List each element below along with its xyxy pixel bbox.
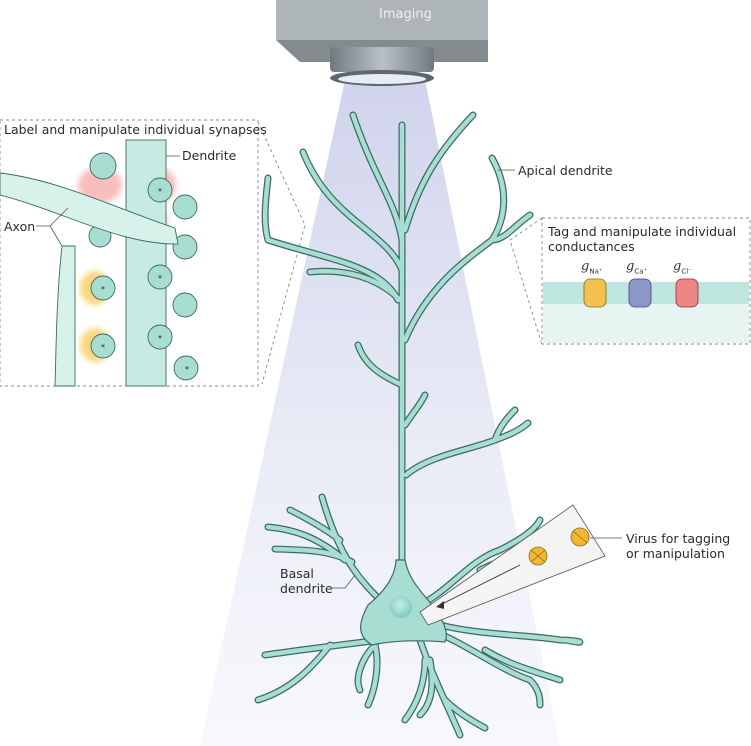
svg-text:*: * (158, 334, 162, 343)
channel-ca (628, 278, 652, 308)
channel-na-label: gNa⁺ (581, 259, 603, 276)
svg-text:*: * (101, 285, 105, 294)
camera-label: Imaging (379, 7, 432, 22)
conductance-inset (541, 217, 751, 345)
nucleus (390, 596, 412, 618)
channel-cl-label: gCl⁻ (673, 259, 692, 276)
conductance-inset-title-line1: Tag and manipulate individual (548, 224, 737, 239)
apical-dendrite-label: Apical dendrite (518, 163, 613, 178)
ion-name: Cl⁻ (681, 267, 692, 276)
channel-na (583, 278, 607, 308)
inset-connector-lines (257, 121, 543, 385)
conductance-symbol: g (673, 259, 682, 274)
ion-name: Ca⁺ (634, 267, 648, 276)
channel-ca-label: gCa⁺ (626, 259, 647, 276)
conductance-inset-title-line2: conductances (548, 239, 635, 254)
conductance-symbol: g (626, 259, 635, 274)
basal-dendrite-label-line2: dendrite (280, 581, 333, 596)
svg-text:*: * (185, 365, 189, 374)
basal-dendrite-label-line1: Basal (280, 566, 314, 581)
svg-text:*: * (158, 187, 162, 196)
synapse-inset-title: Label and manipulate individual synapses (4, 122, 267, 137)
imaging-camera (276, 0, 488, 86)
virus-particle (528, 546, 548, 566)
virus-label-line1: Virus for tagging (626, 531, 731, 546)
label-leaders (332, 169, 515, 589)
svg-text:*: * (101, 343, 105, 352)
svg-text:*: * (158, 274, 162, 283)
conductance-symbol: g (581, 259, 590, 274)
virus-label-line2: or manipulation (626, 546, 725, 561)
synapse-inset: * * * * * * (0, 119, 259, 387)
channel-cl (675, 278, 699, 308)
axon-label: Axon (4, 219, 36, 234)
virus-pipette (419, 504, 622, 626)
virus-particle (570, 527, 590, 547)
ion-name: Na⁺ (589, 267, 603, 276)
dendrite-label: Dendrite (182, 148, 237, 163)
